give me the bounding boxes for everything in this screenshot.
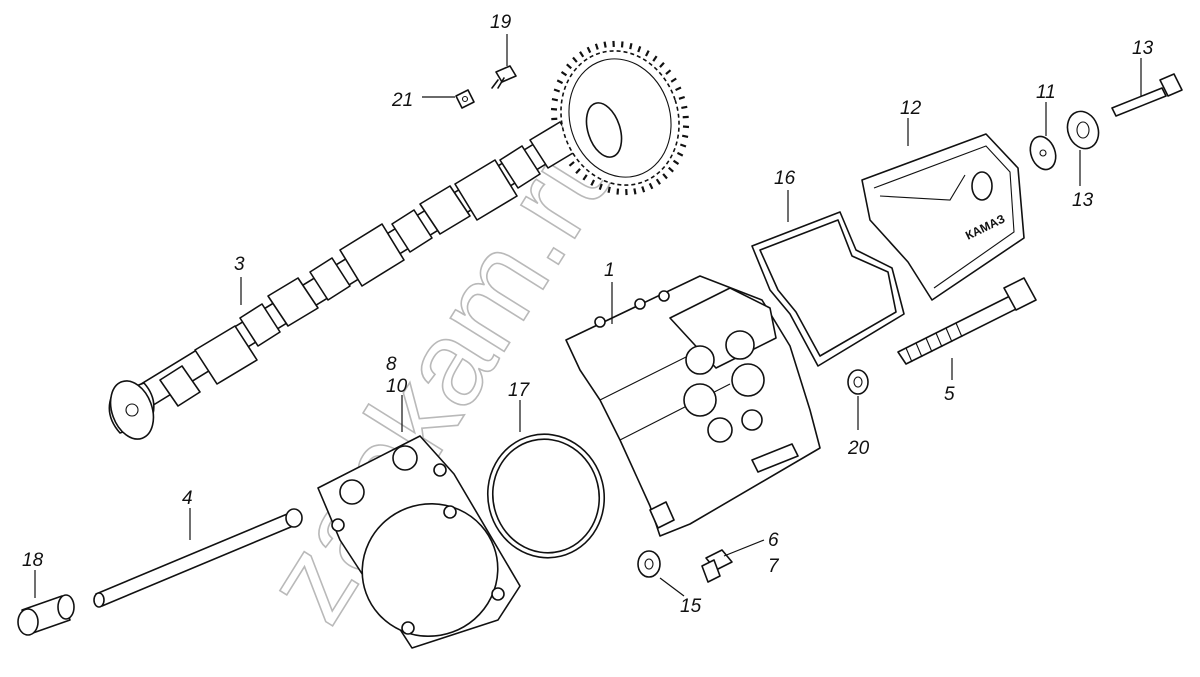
callout-10: 8 [386,354,397,375]
washer-part-8 [637,550,661,578]
callout-13a: 12 [900,98,922,119]
callout-13b: 13 [1132,38,1154,59]
washer-part-12 [1029,135,1057,171]
callout-11: 10 [386,376,408,397]
cover-gasket-part-16 [751,211,905,367]
head-gasket-part-10-11 [317,435,521,649]
callout-3: 3 [234,254,245,275]
callout-21: 21 [391,90,413,111]
callout-18: 18 [22,550,44,571]
leader-lines [34,34,1142,598]
callout-1: 1 [604,260,615,281]
camshaft-gear-teeth [550,40,690,196]
head-cover-part-13: КАМАЗ [861,133,1025,301]
callout-6: 6 [768,530,779,551]
callout-16: 16 [774,168,796,189]
o-ring-part-17 [486,433,606,559]
callout-8: 15 [680,596,702,617]
clip-part-21 [455,89,475,109]
bolt-part-13 [1111,73,1183,117]
callout-20: 20 [847,438,870,459]
callout-7: 7 [768,556,780,577]
callout-15: 13 [1072,190,1094,211]
cylinder-head-part-1 [565,275,821,537]
camshaft-part-3 [108,50,680,440]
callout-5: 5 [944,384,955,405]
callout-4: 4 [182,488,193,509]
push-rod-part-4 [93,508,303,608]
grommet-part-15 [1066,110,1100,150]
bolt-part-19 [491,65,517,89]
tappet-part-18 [17,594,75,636]
callout-12: 11 [1036,82,1056,103]
washer-part-20 [847,369,869,395]
callout-19: 19 [490,12,512,33]
long-bolt-part-5 [897,277,1037,365]
callout-17: 17 [508,380,531,401]
